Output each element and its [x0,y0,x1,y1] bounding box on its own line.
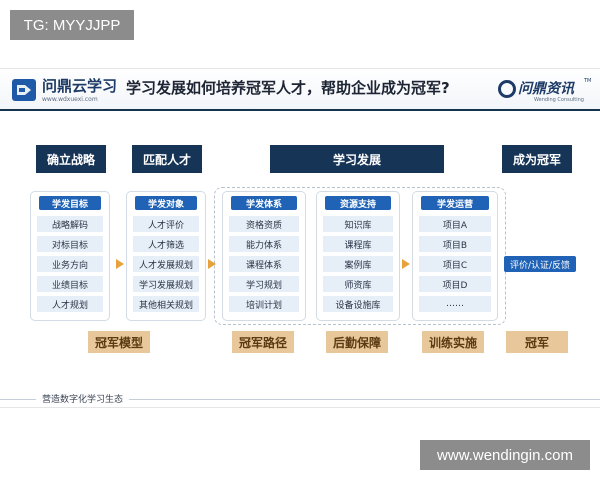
list-item: 人才发展规划 [133,256,199,272]
label-champion-model: 冠军模型 [88,331,150,353]
list-item: 师资库 [323,276,393,292]
slide-header: 问鼎云学习 www.wdxuexi.com 学习发展如何培养冠军人才，帮助企业成… [0,69,600,111]
bar-talent: 匹配人才 [132,145,202,173]
column-head: 学发体系 [231,196,297,210]
bar-strategy: 确立战略 [36,145,106,173]
brand-logo-icon [498,80,516,98]
column-system: 学发体系 资格资质 能力体系 课程体系 学习规划 培训计划 [222,191,306,321]
column-targets: 学发对象 人才评价 人才筛选 人才发展规划 学习发展规划 其他相关规划 [126,191,206,321]
column-resources: 资源支持 知识库 课程库 案例库 师资库 设备设施库 [316,191,400,321]
list-item: 战略解码 [37,216,103,232]
footer-text: 营造数字化学习生态 [36,392,130,405]
list-item: 能力体系 [229,236,299,252]
footer-divider [0,399,600,400]
list-item: …… [419,296,491,312]
list-item: 人才评价 [133,216,199,232]
column-goals: 学发目标 战略解码 对标目标 业务方向 业绩目标 人才规划 [30,191,110,321]
watermark-top: TG: MYYJJPP [10,10,134,40]
list-item: 项目C [419,256,491,272]
list-item: 人才筛选 [133,236,199,252]
list-item: 项目D [419,276,491,292]
brand-trademark: TM [584,78,592,84]
brand-name: 问鼎资讯 [518,81,574,97]
label-logistics: 后勤保障 [326,331,388,353]
arrow-right-icon [402,259,410,269]
column-head: 学发目标 [39,196,101,210]
list-item: 项目A [419,216,491,232]
logo-url: www.wdxuexi.com [42,96,98,103]
list-item: 人才规划 [37,296,103,312]
column-operations: 学发运营 项目A 项目B 项目C 项目D …… [412,191,498,321]
label-champion-path: 冠军路径 [232,331,294,353]
list-item: 其他相关规划 [133,296,199,312]
arrow-right-icon [208,259,216,269]
list-item: 学习发展规划 [133,276,199,292]
column-head: 资源支持 [325,196,391,210]
list-item: 案例库 [323,256,393,272]
slide: 问鼎云学习 www.wdxuexi.com 学习发展如何培养冠军人才，帮助企业成… [0,68,600,408]
column-head: 学发运营 [421,196,489,210]
bar-development: 学习发展 [270,145,444,173]
bar-champion: 成为冠军 [502,145,572,173]
column-head: 学发对象 [135,196,197,210]
list-item: 课程体系 [229,256,299,272]
arrow-right-icon [116,259,124,269]
list-item: 项目B [419,236,491,252]
list-item: 课程库 [323,236,393,252]
list-item: 业绩目标 [37,276,103,292]
list-item: 培训计划 [229,296,299,312]
list-item: 资格资质 [229,216,299,232]
logo-icon [12,79,36,101]
label-champion: 冠军 [506,331,568,353]
list-item: 设备设施库 [323,296,393,312]
outcome-badge: 评价/认证/反馈 [504,256,576,272]
label-training: 训练实施 [422,331,484,353]
list-item: 业务方向 [37,256,103,272]
logo-text: 问鼎云学习 [42,77,118,95]
list-item: 知识库 [323,216,393,232]
slide-title: 学习发展如何培养冠军人才，帮助企业成为冠军? [126,79,450,97]
watermark-bottom: www.wendingin.com [420,440,590,470]
list-item: 对标目标 [37,236,103,252]
brand-subtitle: Wending Consulting [534,97,584,103]
list-item: 学习规划 [229,276,299,292]
